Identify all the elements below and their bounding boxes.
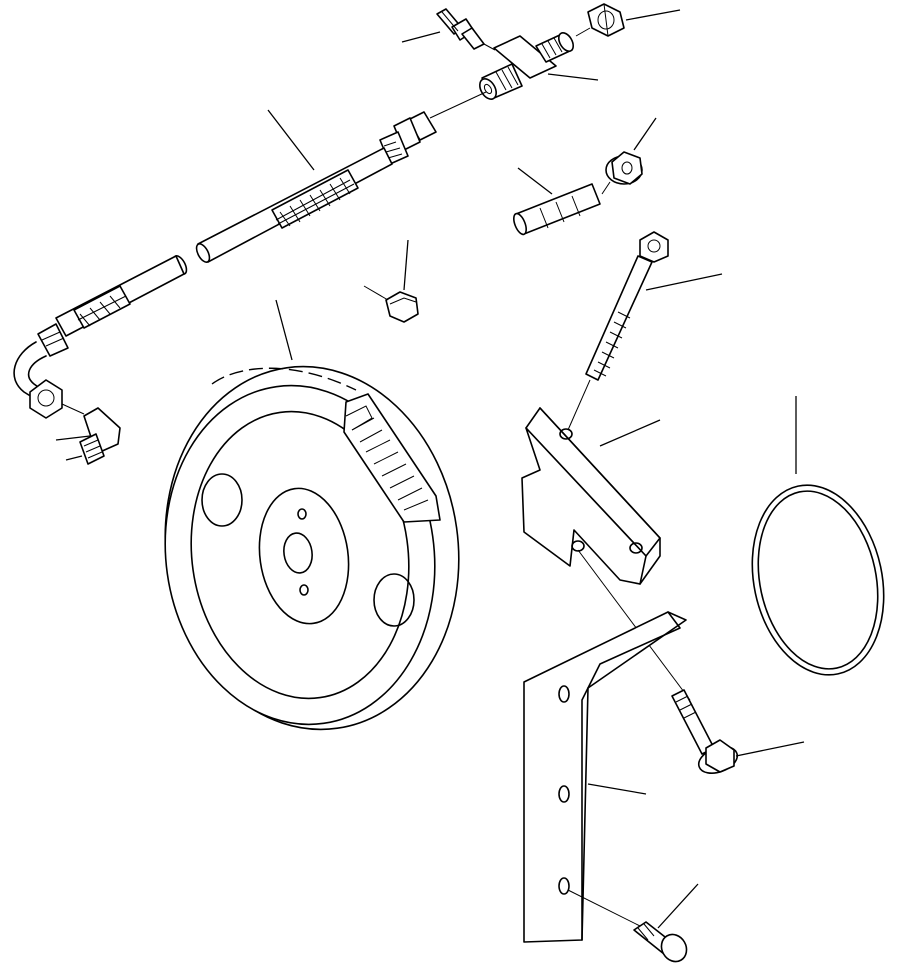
tee-fitting-icon (479, 32, 575, 100)
leader-oil-hose (267, 109, 315, 171)
stud-icon (512, 181, 611, 236)
plug-axis (363, 285, 389, 301)
leader-idler-gear (275, 299, 293, 361)
leader-mounting-block (599, 419, 661, 447)
leader-flange-nut (633, 117, 657, 151)
flange-bolt-icon (671, 689, 739, 774)
flange-nut-icon (605, 151, 643, 185)
plug-icon (385, 291, 419, 323)
braided-hose-icon (13, 111, 437, 419)
elbow-fitting-icon (61, 403, 121, 465)
leader-stud (517, 167, 553, 195)
leader-cap-nut (625, 9, 681, 21)
leader-flange-bolt (735, 741, 805, 757)
leader-tee-fitting (547, 73, 599, 81)
leader-support-bracket (587, 783, 647, 795)
hex-nut-icon (575, 3, 625, 37)
leader-plug (403, 239, 409, 291)
leader-elbow-fitting (55, 435, 91, 441)
mounting-block-icon (521, 407, 691, 701)
bracket-icon (523, 611, 687, 943)
gear-icon (164, 365, 460, 731)
button-bolt-icon (633, 921, 688, 963)
leader-button-head-bolt (657, 883, 699, 929)
o-ring-icon (751, 484, 885, 676)
axis-line (429, 91, 487, 119)
leader-long-bolt (645, 273, 723, 291)
leader-straight-fitting (401, 31, 441, 43)
leader-elbow-thread (65, 455, 83, 461)
straight-fitting-icon (436, 8, 496, 51)
long-bolt-icon (567, 231, 669, 431)
